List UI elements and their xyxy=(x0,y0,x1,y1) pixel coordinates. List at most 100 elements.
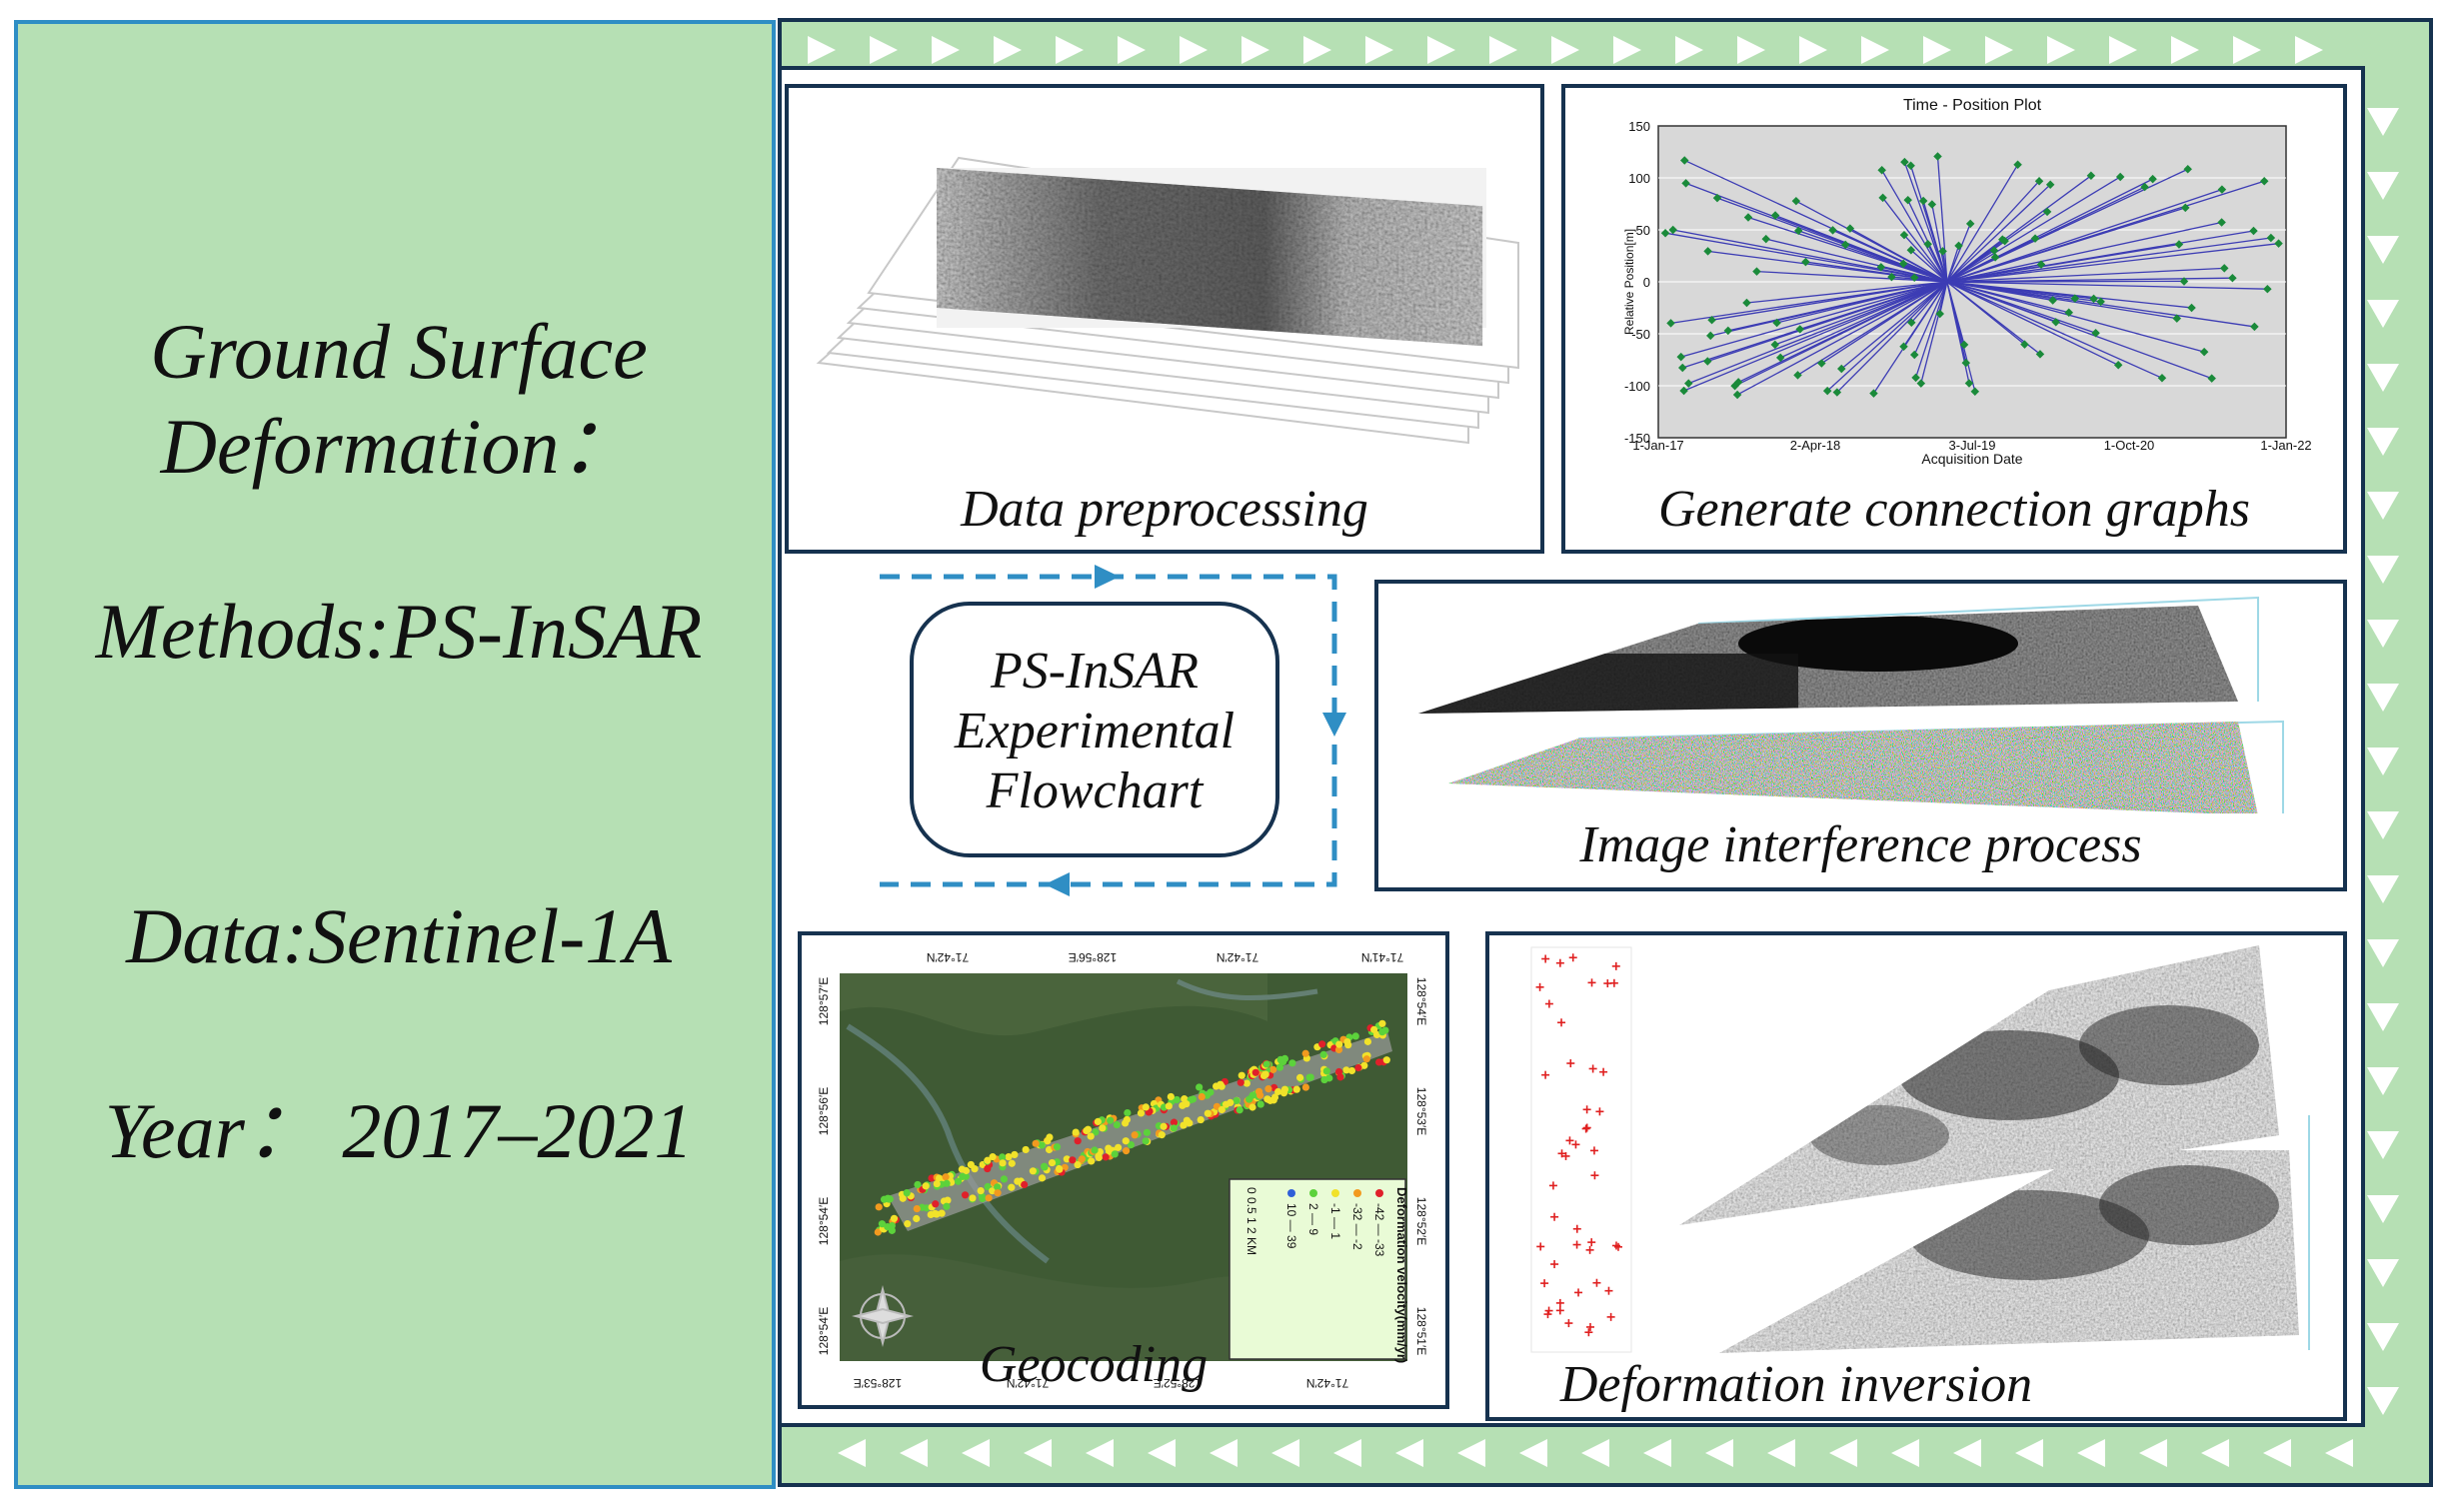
ps-point xyxy=(1319,1050,1327,1058)
ps-point xyxy=(1318,1040,1326,1048)
ps-point xyxy=(1160,1122,1168,1130)
border-arrow-right-icon xyxy=(1427,36,1455,64)
border-arrow-right-icon xyxy=(2047,36,2075,64)
border-arrow-left-icon xyxy=(1024,1439,1052,1467)
baseline-link xyxy=(1776,281,1948,324)
ps-point xyxy=(1122,1137,1130,1145)
ps-point xyxy=(1279,1089,1288,1097)
baseline-link xyxy=(1946,281,2163,379)
ps-point xyxy=(1131,1131,1139,1139)
ps-point xyxy=(999,1153,1007,1161)
baseline-link xyxy=(1882,197,1948,283)
ps-point xyxy=(1196,1083,1204,1091)
ps-point xyxy=(1005,1153,1013,1161)
ps-point xyxy=(1354,1063,1362,1072)
border-arrow-right-icon xyxy=(1489,36,1517,64)
ps-point xyxy=(932,1200,940,1208)
border-arrow-right-icon xyxy=(1365,36,1393,64)
legend-item: -42 — -33 xyxy=(1372,1203,1386,1257)
border-arrow-right-icon xyxy=(2295,36,2323,64)
ps-point xyxy=(969,1194,977,1202)
caption-data-preprocessing: Data preprocessing xyxy=(961,481,1368,538)
baseline-link xyxy=(1903,234,1948,283)
acquisition-point xyxy=(1752,267,1761,276)
border-arrow-right-icon xyxy=(2233,36,2261,64)
map-coord-top: 71°42′N xyxy=(1217,950,1258,964)
baseline-link xyxy=(1946,281,2268,290)
ps-point xyxy=(1322,1067,1330,1075)
map-coord-top: 71°41′N xyxy=(1361,950,1403,964)
plot-xlabel: Acquisition Date xyxy=(1921,451,2022,467)
acquisition-point xyxy=(2249,226,2258,236)
inversion-point xyxy=(1590,978,1593,987)
plot-ytick: 50 xyxy=(1636,223,1650,238)
border-arrow-left-icon xyxy=(2077,1439,2105,1467)
border-arrow-right-icon xyxy=(2109,36,2137,64)
ps-point xyxy=(1183,1100,1191,1108)
ps-point xyxy=(1264,1085,1272,1093)
caption-deformation-inversion: Deformation inversion xyxy=(1559,1356,2033,1413)
ps-point xyxy=(942,1173,950,1181)
map-coord-right: 128°54′E xyxy=(1414,977,1428,1025)
map-coord-bottom: 71°42′N xyxy=(1007,1376,1049,1390)
ps-point xyxy=(1032,1139,1040,1147)
acquisition-point xyxy=(1793,371,1802,380)
inversion-point xyxy=(1607,1286,1610,1295)
plot-ytick: -100 xyxy=(1624,379,1650,394)
baseline-link xyxy=(1795,200,1948,283)
acquisition-point xyxy=(2220,264,2229,273)
inversion-point xyxy=(1564,1151,1567,1160)
inversion-point xyxy=(1560,1149,1563,1158)
ps-point xyxy=(1113,1121,1121,1129)
ps-point xyxy=(1008,1183,1016,1191)
ps-point xyxy=(1261,1070,1269,1078)
inversion-point xyxy=(1617,1242,1619,1251)
ps-point xyxy=(1242,1079,1250,1087)
map-coord-right: 128°51′E xyxy=(1414,1307,1428,1355)
inversion-point xyxy=(1575,1224,1578,1233)
baseline-link xyxy=(1910,165,1948,283)
legend-item: 2 — 9 xyxy=(1306,1203,1320,1235)
map-legend xyxy=(1228,1178,1406,1360)
border-arrow-right-icon xyxy=(932,36,960,64)
ps-point xyxy=(1301,1083,1309,1091)
baseline-link xyxy=(1946,184,2051,283)
border-arrow-down-icon xyxy=(2367,364,2399,392)
map-coord-bottom: 71°42′N xyxy=(1306,1376,1348,1390)
border-arrow-left-icon xyxy=(1829,1439,1857,1467)
ps-point xyxy=(1091,1146,1099,1154)
deformation-images xyxy=(1530,945,2310,1353)
ps-point xyxy=(1186,1119,1194,1127)
acquisition-point xyxy=(1916,379,1926,388)
ps-point xyxy=(899,1194,907,1202)
dashed-arrow-bottom xyxy=(880,745,1337,887)
inversion-point xyxy=(1585,1123,1588,1132)
acquisition-point xyxy=(1668,225,1677,235)
border-arrow-right-icon xyxy=(1303,36,1331,64)
ps-point xyxy=(999,1159,1007,1167)
ps-point xyxy=(1198,1092,1206,1101)
ps-point xyxy=(1092,1128,1100,1136)
inversion-point xyxy=(1543,1279,1545,1288)
ps-point xyxy=(1084,1125,1093,1133)
baseline-link xyxy=(1946,223,1971,283)
baseline-link xyxy=(1946,281,2025,346)
border-arrow-left-icon xyxy=(1333,1439,1361,1467)
border-arrow-down-icon xyxy=(2367,811,2399,839)
border-arrow-down-icon xyxy=(2367,748,2399,775)
baseline-link xyxy=(1946,281,2177,320)
ps-point xyxy=(927,1210,935,1219)
ps-point xyxy=(1269,1065,1277,1073)
inversion-point xyxy=(1590,1238,1593,1247)
ps-point xyxy=(1197,1115,1205,1124)
ps-point xyxy=(884,1223,892,1231)
inversion-point xyxy=(1571,953,1574,962)
inversion-point xyxy=(1589,1322,1591,1331)
year-label: Year： 2017–2021 xyxy=(104,1087,694,1174)
legend-item: 10 — 39 xyxy=(1284,1203,1298,1249)
plot-xtick: 3-Jul-19 xyxy=(1949,438,1996,453)
ps-point xyxy=(959,1172,967,1180)
ps-point xyxy=(1094,1117,1102,1125)
acquisition-point xyxy=(2207,374,2216,383)
ps-point xyxy=(938,1209,946,1217)
